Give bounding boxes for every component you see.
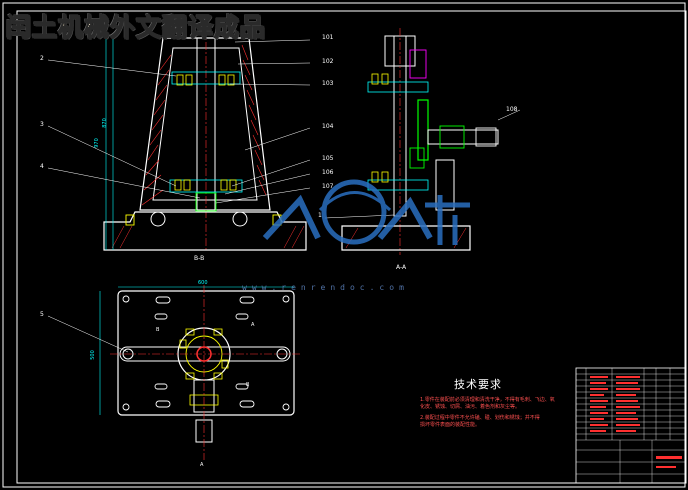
base-hole-right [232, 211, 248, 227]
parts-list-rows [576, 368, 686, 483]
lower-clamps [174, 179, 237, 191]
side-upper-fixture [367, 81, 429, 93]
plan-corner-holes [122, 295, 290, 411]
callout-105: 105 [322, 155, 334, 162]
frame-hatch [141, 44, 267, 206]
leader-5 [47, 315, 129, 353]
callout-5: 5 [40, 311, 44, 318]
callout-2: 2 [40, 55, 44, 62]
side-arm-block [439, 125, 465, 149]
callout-101: 101 [322, 34, 334, 41]
lower-fixture [169, 179, 243, 193]
leader-lines [47, 39, 311, 204]
upper-clamps [176, 74, 235, 86]
technical-note-4: 损坏零件表面的装配性能。 [420, 422, 481, 428]
callout-3: 3 [40, 121, 44, 128]
side-clamps [371, 73, 389, 183]
side-cylinder [475, 127, 497, 147]
leader-108 [497, 109, 521, 121]
plan-arm-end-left [122, 348, 134, 360]
side-base [341, 225, 471, 251]
plan-view[interactable] [47, 285, 300, 460]
plan-slots [154, 296, 255, 408]
parts-list-entries [590, 376, 682, 468]
callout-4: 4 [40, 163, 44, 170]
dim-width-top: 600 [198, 280, 208, 286]
lower-bearing [195, 192, 217, 212]
section-mark-a-bottom: A [200, 462, 204, 468]
callout-107: 107 [322, 183, 334, 190]
plan-plate [117, 290, 295, 416]
section-mark-b-right: B [246, 382, 250, 388]
dim-height-a: 970 [93, 138, 100, 148]
parts-list-frame [575, 367, 687, 484]
side-motor [409, 49, 427, 79]
upper-fixture [171, 71, 241, 85]
technical-requirements-title: 技术要求 [454, 378, 502, 391]
side-arm [427, 129, 499, 145]
drawing-border-inner [16, 10, 687, 484]
section-label-b-b: B-B [194, 255, 205, 262]
front-section-view[interactable] [47, 28, 311, 251]
callout-106: 106 [322, 169, 334, 176]
callout-108: 108 [506, 106, 518, 113]
frame-outer [139, 37, 271, 211]
section-label-a-a: A-A [396, 264, 407, 271]
technical-note-3: 2.装配过程中零件不允许磕、碰、划伤和锈蚀；并不得 [420, 415, 540, 421]
frame-inner [152, 47, 258, 201]
side-support [435, 159, 455, 211]
base-bolt-left [125, 214, 135, 226]
callout-102: 102 [322, 58, 334, 65]
watermark-title: 闰土机械外文翻译成品 [5, 12, 267, 43]
dim-plan-height: 500 [89, 350, 96, 360]
plan-arm-end-right [276, 348, 288, 360]
dim-height-b: 870 [101, 118, 108, 128]
base-hole-left [150, 211, 166, 227]
callout-103: 103 [322, 80, 334, 87]
section-mark-b-left: B [156, 327, 160, 333]
base-hatch [111, 225, 305, 249]
side-column [417, 99, 429, 161]
side-slide [409, 147, 425, 169]
plan-jaws [179, 328, 229, 380]
site-watermark: www.renrendoc.com [242, 283, 409, 292]
callout-104: 104 [322, 123, 334, 130]
renrendoc-logo [262, 179, 470, 245]
callout-1: 1 [318, 212, 322, 219]
title-block[interactable] [575, 367, 687, 484]
side-lower-fixture [367, 179, 429, 191]
technical-note-2: 化皮、锈蚀、切屑、油污、着色剂和灰尘等。 [420, 404, 521, 410]
section-mark-a-top: A [251, 322, 255, 328]
technical-note-1: 1.零件在装配前必须清理和清洗干净，不得有毛刺、飞边、氧 [420, 397, 555, 403]
